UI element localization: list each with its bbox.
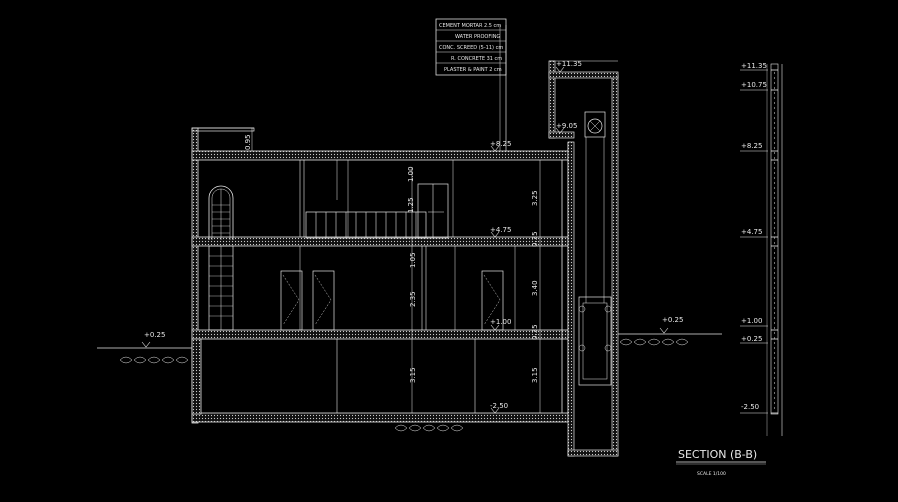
dim-basement: 3.15 (531, 367, 539, 383)
scale-level: +10.75 (741, 81, 767, 89)
level-scale-bar (740, 63, 783, 436)
dim-ground-floor: 3.40 (531, 280, 539, 296)
dim-door-height: 2.35 (409, 291, 417, 307)
soil-symbol-bottom (394, 424, 464, 432)
legend-layer: PLASTER & PAINT 2 cm (444, 67, 502, 73)
dim-first-floor: 3.25 (531, 190, 539, 206)
dim-slab: 0.35 (531, 231, 539, 247)
scale-level: +1.00 (741, 317, 762, 325)
dim-rail: 1.25 (407, 197, 415, 213)
soil-symbol-left (119, 356, 189, 364)
legend-layer: CEMENT MORTAR 2.5 cm (439, 23, 501, 29)
section-title: SECTION (B-B) (678, 448, 757, 461)
level-roof: +8.25 (490, 140, 511, 148)
legend-layer: WATER PROOFING (455, 34, 500, 40)
dim-slab: 0.35 (531, 324, 539, 340)
legend-layer: CONC. SCREED (5-11) cm (439, 45, 503, 51)
level-ext-right: +0.25 (662, 316, 683, 324)
scale-level: +8.25 (741, 142, 762, 150)
building-section (97, 60, 722, 457)
scale-level: +0.25 (741, 335, 762, 343)
dim-basement-inner: 3.15 (409, 367, 417, 383)
level-basement: -2.50 (490, 402, 508, 410)
level-machine: +9.05 (556, 122, 577, 130)
scale-level: +4.75 (741, 228, 762, 236)
soil-symbol-right (619, 338, 689, 346)
level-top: +11.35 (556, 60, 582, 68)
level-first: +4.75 (490, 226, 511, 234)
level-markers (141, 66, 669, 414)
level-ext-left: +0.25 (144, 331, 165, 339)
scale-label: SCALE 1/100 (697, 471, 726, 477)
dim-parapet: 0.95 (244, 134, 252, 150)
legend-layer: R. CONCRETE 31 cm (451, 56, 502, 62)
scale-level: +11.35 (741, 62, 767, 70)
dim-rail: 1.00 (407, 166, 415, 182)
scale-level: -2.50 (741, 403, 759, 411)
level-ground: +1.00 (490, 318, 511, 326)
roof-layer-legend: CEMENT MORTAR 2.5 cm WATER PROOFING CONC… (435, 18, 507, 152)
dim-window-top: 1.05 (409, 252, 417, 268)
